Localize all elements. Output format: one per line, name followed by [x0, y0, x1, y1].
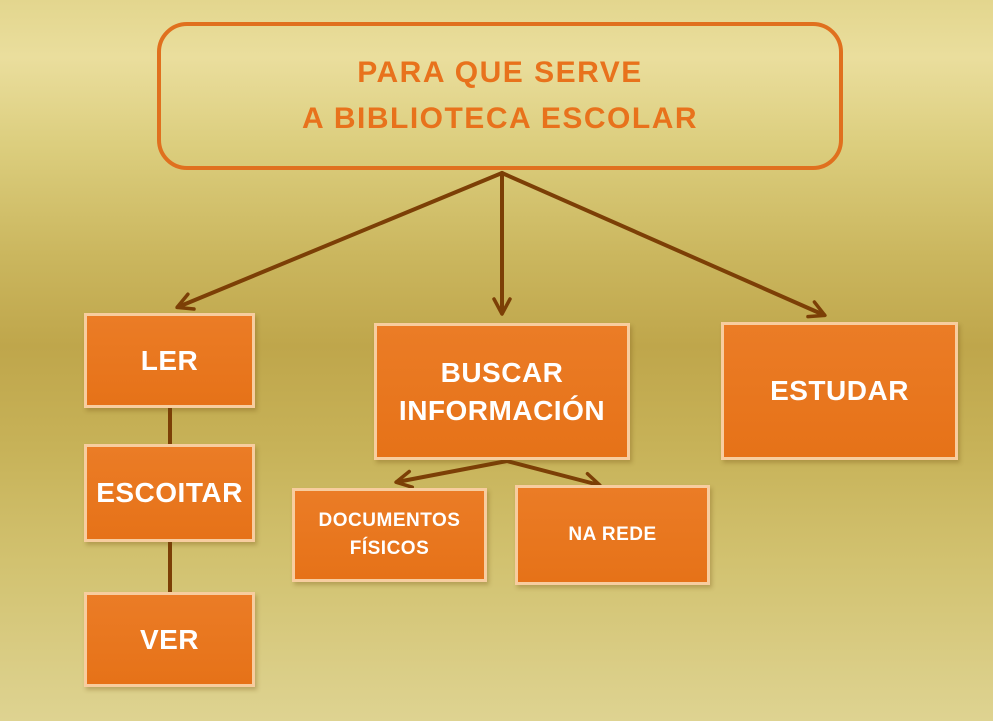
title-node: PARA QUE SERVE A BIBLIOTECA ESCOLAR — [157, 22, 843, 170]
node-buscar-informacion: BUSCAR INFORMACIÓN — [374, 323, 630, 460]
node-na-rede: NA REDE — [515, 485, 710, 585]
node-ver-label: VER — [139, 623, 200, 655]
edge-title-to-ler — [175, 171, 504, 311]
node-na-rede-label: NA REDE — [568, 523, 657, 545]
edge-buscar-to-documentos-fisicos — [394, 459, 509, 489]
node-buscar-informacion-label: BUSCAR INFORMACIÓN — [398, 356, 606, 426]
node-ler-label: LER — [140, 344, 199, 376]
node-estudar: ESTUDAR — [721, 322, 958, 460]
node-escoitar-label: ESCOITAR — [96, 477, 243, 509]
edge-title-to-estudar — [500, 171, 827, 319]
node-escoitar: ESCOITAR — [84, 444, 255, 542]
node-ver: VER — [84, 592, 255, 687]
edge-buscar-to-na-rede — [505, 459, 602, 491]
node-ler: LER — [84, 313, 255, 408]
node-estudar-label: ESTUDAR — [770, 375, 909, 407]
title-text: PARA QUE SERVE A BIBLIOTECA ESCOLAR — [301, 55, 699, 136]
node-documentos-fisicos: DOCUMENTOS FÍSICOS — [292, 488, 487, 582]
node-documentos-fisicos-label: DOCUMENTOS FÍSICOS — [318, 509, 461, 560]
